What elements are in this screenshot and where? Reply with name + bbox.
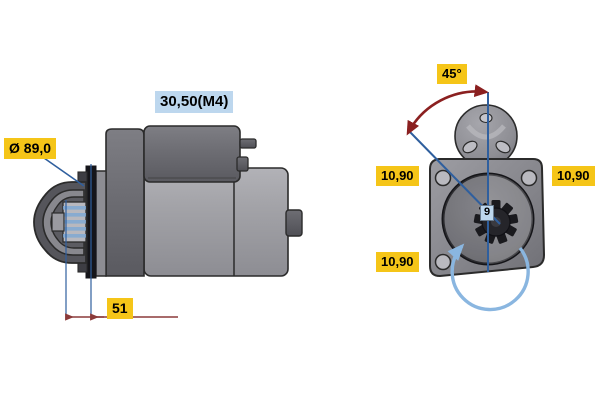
callout-bolt-left: 10,90	[376, 166, 419, 186]
mounting-hole-top-left	[434, 169, 452, 187]
solenoid-body	[143, 125, 241, 183]
callout-diameter: Ø 89,0	[4, 138, 57, 159]
solenoid-front	[454, 104, 518, 168]
front-view-group	[406, 84, 546, 312]
callout-bolt-right: 10,90	[552, 166, 595, 186]
motor-body	[143, 167, 303, 277]
callout-terminal: 30,50(M4)	[155, 91, 234, 113]
leader-line-diameter	[43, 157, 85, 187]
pinion-tooth	[63, 206, 86, 210]
terminal-30	[239, 138, 257, 149]
callout-offset: 51	[107, 298, 133, 319]
mounting-hole-top-right	[520, 169, 538, 187]
callout-teeth-count: 9	[480, 205, 495, 221]
solenoid	[143, 125, 257, 183]
callout-angle: 45°	[437, 64, 467, 84]
pinion-tooth	[63, 220, 86, 224]
housing-collar	[95, 170, 107, 277]
motor-body-housing	[143, 167, 289, 277]
lever-housing	[105, 128, 145, 277]
solenoid-terminal-top	[479, 112, 493, 124]
dimension-extension-lines	[65, 164, 92, 320]
solenoid-terminal-left	[462, 140, 478, 154]
pinion-tooth	[63, 234, 86, 238]
pinion-shaft-end	[51, 212, 65, 232]
pinion-tooth	[63, 227, 86, 231]
drive-end-housing	[95, 128, 145, 277]
pinion-tooth	[63, 213, 86, 217]
terminal-50	[236, 156, 249, 172]
pinion-gear-side	[51, 201, 87, 243]
rear-bearing-boss	[285, 209, 303, 237]
angle-arc-45	[406, 84, 489, 136]
mounting-hole-bottom-left	[434, 253, 452, 271]
solenoid-terminal-right	[495, 140, 511, 154]
callout-bolt-bottom: 10,90	[376, 252, 419, 272]
rotation-direction-arrow	[447, 243, 530, 312]
side-view-group	[33, 125, 303, 321]
